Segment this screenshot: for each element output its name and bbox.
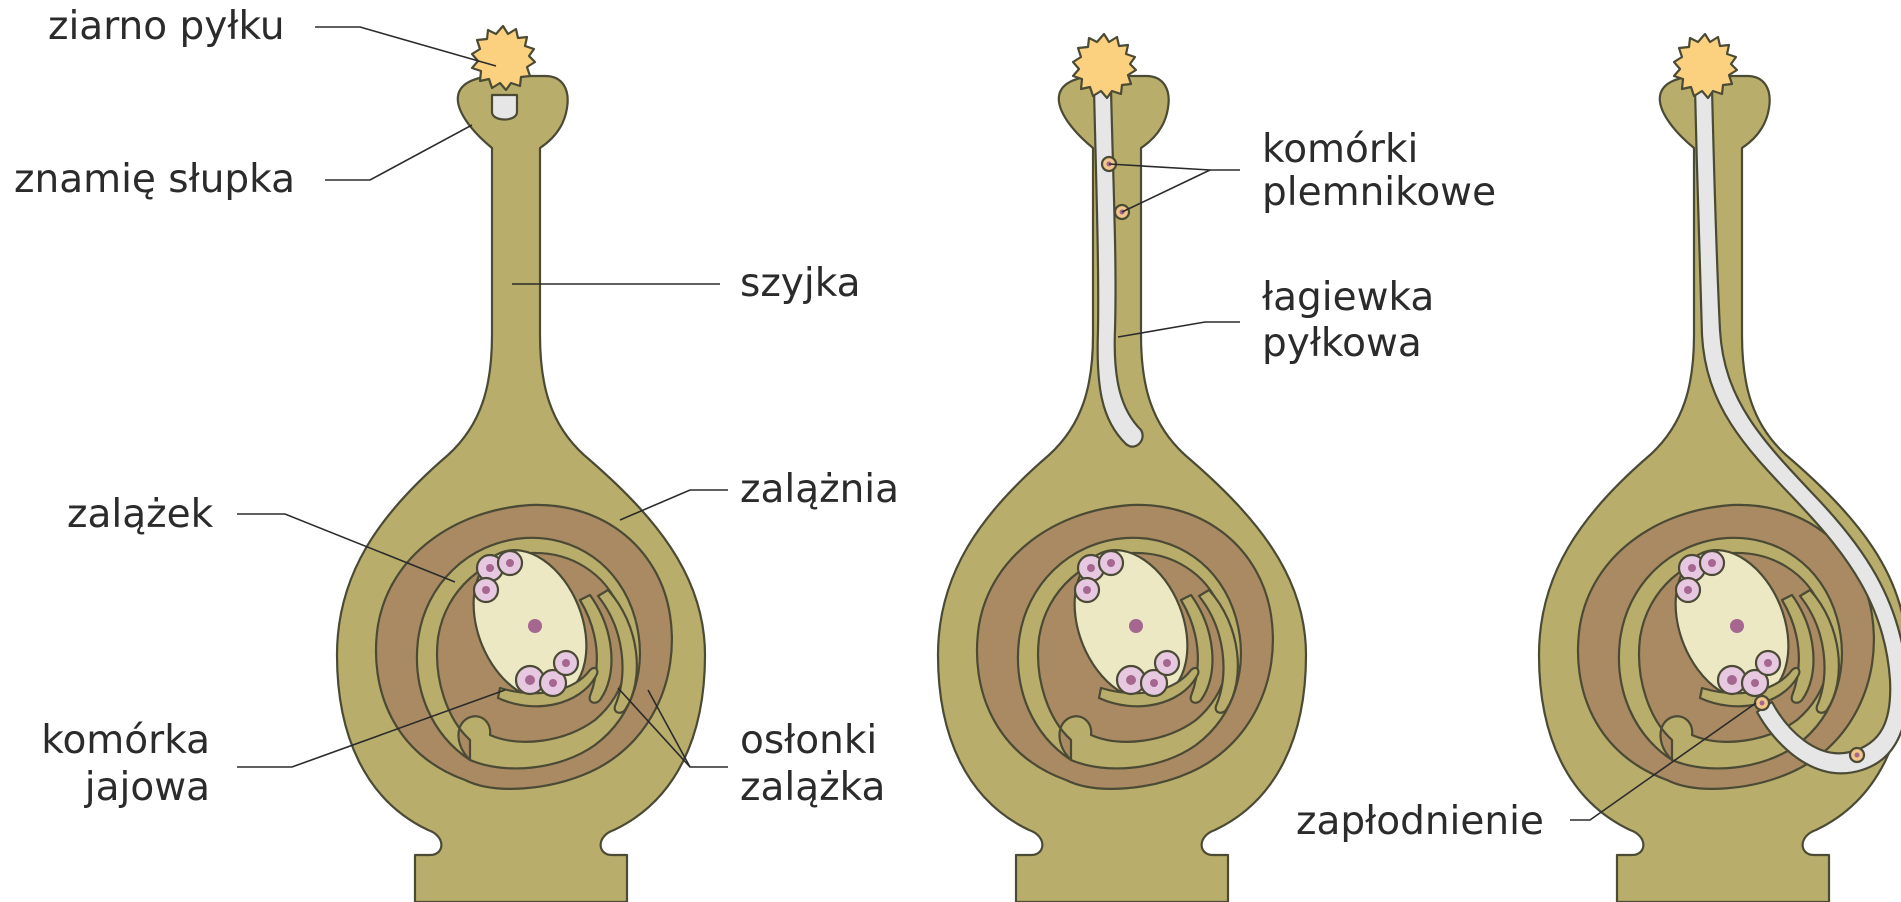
label-integuments-line2: zalążka <box>740 765 885 810</box>
label-pollen-grain: ziarno pyłku <box>48 4 285 49</box>
label-style: szyjka <box>740 261 861 306</box>
label-pollen-tube-line1: łagiewka <box>1262 275 1434 320</box>
label-egg-cell-line1: komórka <box>41 718 210 763</box>
pistil-1 <box>337 26 705 902</box>
label-integuments-line1: osłonki <box>740 718 877 763</box>
stigma-tube-stub <box>492 95 517 120</box>
central-nucleus-1 <box>528 619 542 633</box>
label-pollen-tube-line2: pyłkowa <box>1262 321 1422 366</box>
pistil-3 <box>1539 34 1901 902</box>
label-egg-cell-line2: jajowa <box>84 765 210 810</box>
label-sperm-cells-line1: komórki <box>1262 127 1418 172</box>
label-stigma: znamię słupka <box>14 157 295 202</box>
label-sperm-cells-line2: plemnikowe <box>1262 170 1496 215</box>
label-fertilization: zapłodnienie <box>1296 799 1544 844</box>
label-ovary: zalążnia <box>740 467 899 512</box>
label-ovule: zalążek <box>67 492 214 537</box>
